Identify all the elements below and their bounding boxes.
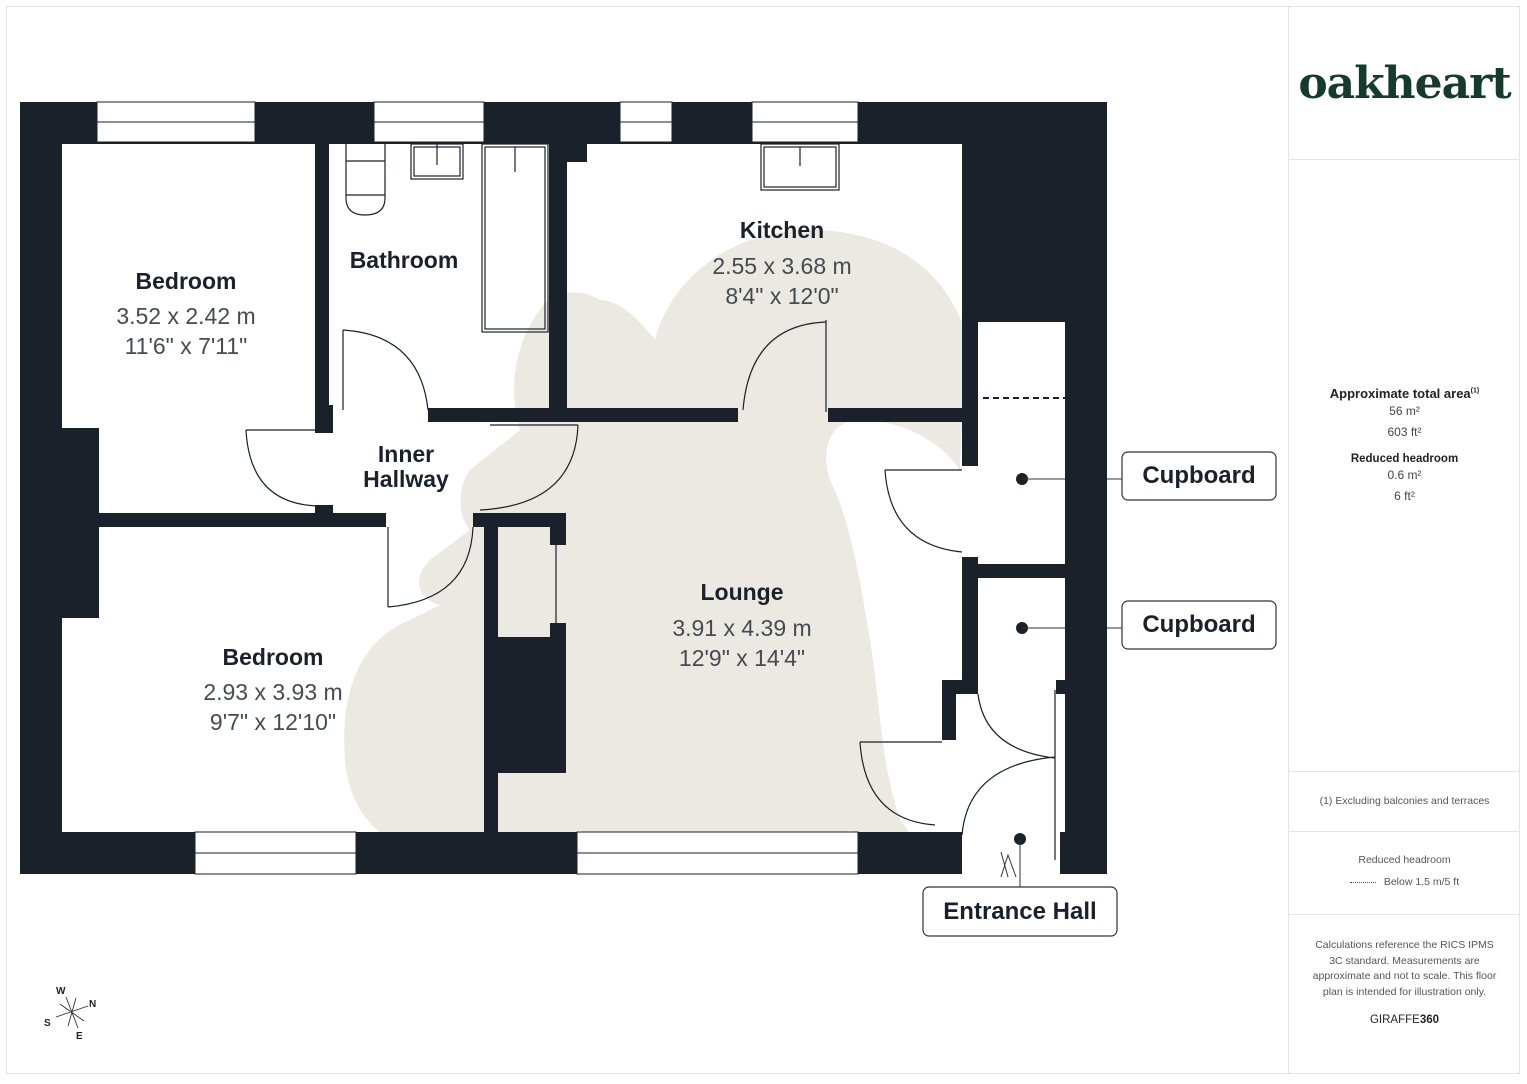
svg-text:N: N	[89, 999, 96, 1010]
svg-text:Bathroom: Bathroom	[350, 247, 459, 273]
area-footnote: (1) Excluding balconies and terraces	[1319, 795, 1490, 807]
svg-text:E: E	[76, 1031, 83, 1042]
reduced-area-m2: 0.6 m²	[1387, 468, 1422, 482]
reduced-area-ft2: 6 ft²	[1394, 489, 1415, 503]
total-area-ft2: 603 ft²	[1387, 425, 1422, 439]
svg-text:Lounge: Lounge	[700, 579, 783, 605]
lounge-hall-door	[479, 424, 579, 511]
kitchen-door	[742, 320, 827, 412]
doors	[245, 320, 1056, 860]
divider	[1289, 914, 1520, 915]
svg-text:Entrance Hall: Entrance Hall	[943, 898, 1096, 925]
legend-title: Reduced headroom	[1358, 854, 1451, 866]
brand-logo: oakheart	[1298, 58, 1511, 109]
area-summary: Approximate total area(1) 56 m² 603 ft² …	[1289, 386, 1520, 507]
room-lounge: Lounge 3.91 x 4.39 m 12'9" x 14'4"	[672, 579, 811, 671]
info-panel: oakheart Approximate total area(1) 56 m²…	[1288, 6, 1520, 1074]
room-bedroom-1: Bedroom 3.52 x 2.42 m 11'6" x 7'11"	[116, 268, 255, 359]
svg-text:8'4" x 12'0": 8'4" x 12'0"	[725, 283, 838, 309]
svg-text:Hallway: Hallway	[363, 466, 449, 492]
dotted-line-icon	[1349, 881, 1376, 883]
svg-text:12'9" x 14'4": 12'9" x 14'4"	[679, 645, 805, 671]
area-title: Approximate total area(1)	[1329, 386, 1480, 401]
toilet-icon	[345, 144, 386, 216]
callout-cupboard-2: Cupboard	[1016, 600, 1277, 650]
compass-icon: W N S E	[44, 986, 96, 1042]
bathtub-icon	[481, 143, 549, 333]
legend-row: Below 1.5 m/5 ft	[1289, 876, 1520, 888]
floor-plan: Bedroom 3.52 x 2.42 m 11'6" x 7'11" Bath…	[20, 101, 1277, 1042]
svg-text:2.55 x 3.68 m: 2.55 x 3.68 m	[712, 253, 851, 279]
entrance-door-2	[961, 690, 1056, 860]
room-bedroom-2: Bedroom 2.93 x 3.93 m 9'7" x 12'10"	[203, 644, 342, 735]
windows	[96, 101, 859, 875]
entrance-door-1	[859, 741, 942, 826]
divider	[1289, 831, 1520, 832]
legend: Reduced headroom Below 1.5 m/5 ft	[1289, 854, 1520, 888]
squirrel-watermark-icon	[344, 230, 966, 860]
svg-text:3.91 x 4.39 m: 3.91 x 4.39 m	[672, 615, 811, 641]
disclaimer-section: Calculations reference the RICS IPMS 3C …	[1289, 938, 1520, 1026]
room-bathroom: Bathroom	[350, 247, 459, 273]
svg-text:Bedroom: Bedroom	[223, 644, 324, 670]
kitchen-sink-icon	[760, 143, 840, 191]
callout-cupboard-1: Cupboard	[1016, 451, 1277, 501]
page-frame	[6, 6, 1520, 1074]
giraffe360-brand: GIRAFFE360	[1369, 1014, 1440, 1026]
bathroom-fixtures	[345, 143, 549, 333]
svg-text:Cupboard: Cupboard	[1142, 611, 1255, 638]
svg-text:9'7" x 12'10": 9'7" x 12'10"	[210, 709, 336, 735]
svg-text:Inner: Inner	[378, 441, 434, 467]
divider	[1289, 159, 1520, 160]
room-kitchen: Kitchen 2.55 x 3.68 m 8'4" x 12'0"	[712, 217, 851, 309]
reduced-headroom-title: Reduced headroom	[1350, 453, 1459, 465]
svg-text:Kitchen: Kitchen	[740, 217, 824, 243]
svg-text:S: S	[44, 1018, 51, 1029]
entry-arrow-icon	[1000, 851, 1017, 878]
callout-entrance-hall: Entrance Hall	[922, 833, 1118, 937]
svg-text:3.52 x 2.42 m: 3.52 x 2.42 m	[116, 303, 255, 329]
disclaimer: Calculations reference the RICS IPMS 3C …	[1312, 939, 1497, 998]
svg-text:Bedroom: Bedroom	[136, 268, 237, 294]
bedroom1-door	[245, 429, 321, 507]
svg-text:2.93 x 3.93 m: 2.93 x 3.93 m	[203, 679, 342, 705]
cupboard-door	[884, 469, 963, 553]
total-area-m2: 56 m²	[1389, 404, 1420, 418]
bedroom2-door	[387, 526, 474, 608]
bathroom-door	[342, 329, 429, 411]
divider	[1289, 771, 1520, 772]
svg-text:11'6" x 7'11": 11'6" x 7'11"	[125, 333, 248, 359]
svg-text:W: W	[56, 986, 66, 997]
room-inner-hallway: Inner Hallway	[363, 441, 449, 492]
svg-text:Cupboard: Cupboard	[1142, 462, 1255, 489]
